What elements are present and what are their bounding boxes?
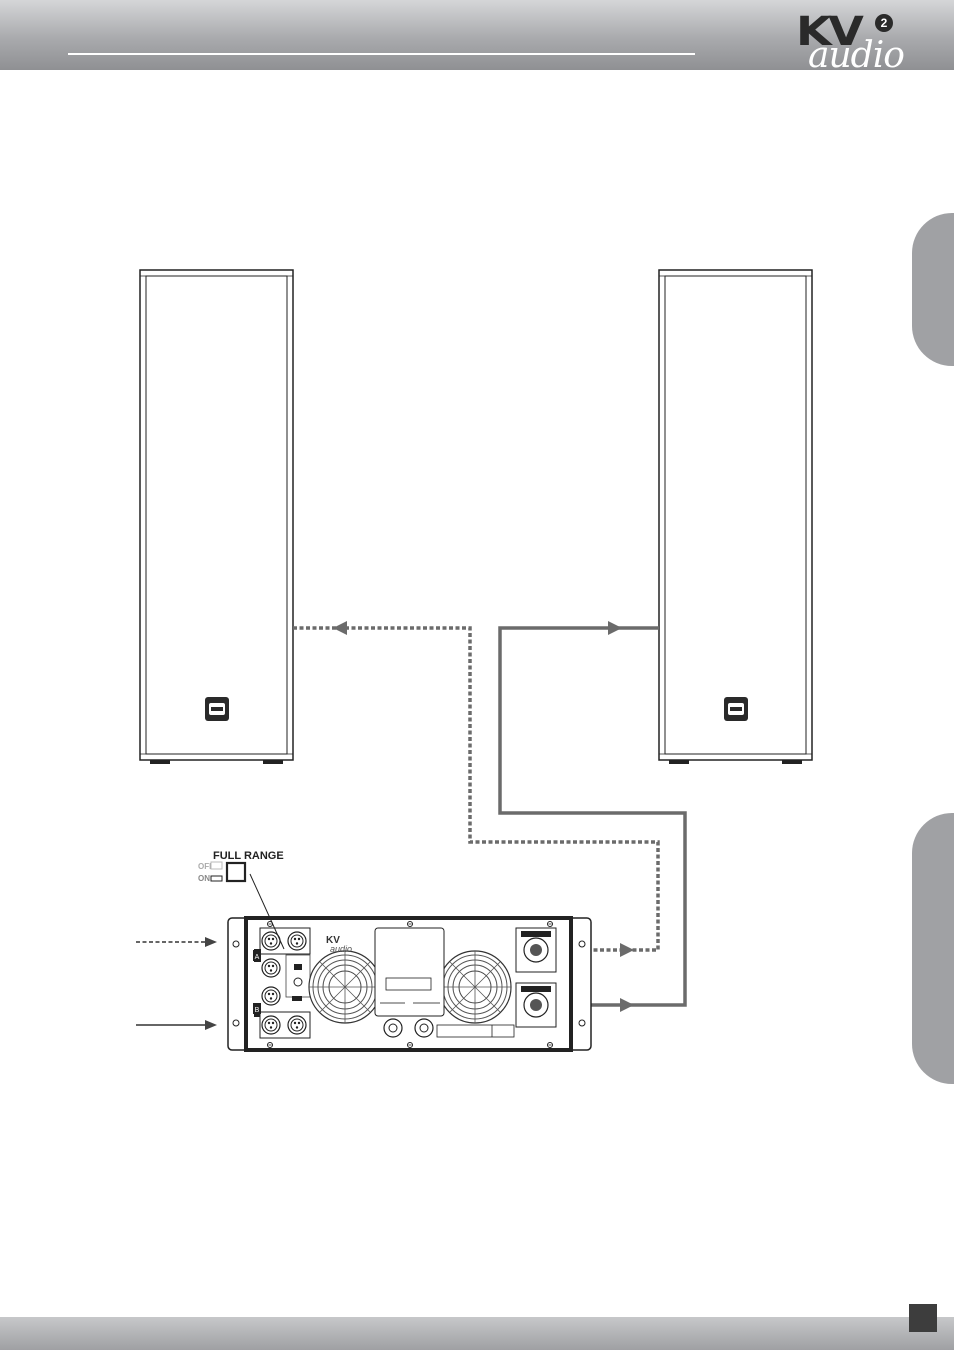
arrow-out-b <box>620 998 634 1012</box>
footer-bar <box>0 1317 954 1350</box>
full-range-on-label: ON <box>198 874 210 883</box>
page-marker <box>909 1304 937 1332</box>
dashed-cable-to-left-speaker <box>293 628 658 950</box>
full-range-title: FULL RANGE <box>213 850 284 862</box>
right-speaker <box>659 270 812 764</box>
arrow-out-a <box>620 943 634 957</box>
channel-b-label: B <box>255 1007 260 1014</box>
arrow-left-speaker <box>333 621 347 635</box>
input-arrow-a <box>205 937 217 947</box>
amplifier-rear-panel: A B KV audio <box>228 918 591 1050</box>
left-speaker <box>140 270 293 764</box>
arrow-right-speaker <box>608 621 622 635</box>
panel-logo-script: audio <box>330 944 352 954</box>
input-arrow-b <box>205 1020 217 1030</box>
channel-a-label: A <box>255 954 260 961</box>
